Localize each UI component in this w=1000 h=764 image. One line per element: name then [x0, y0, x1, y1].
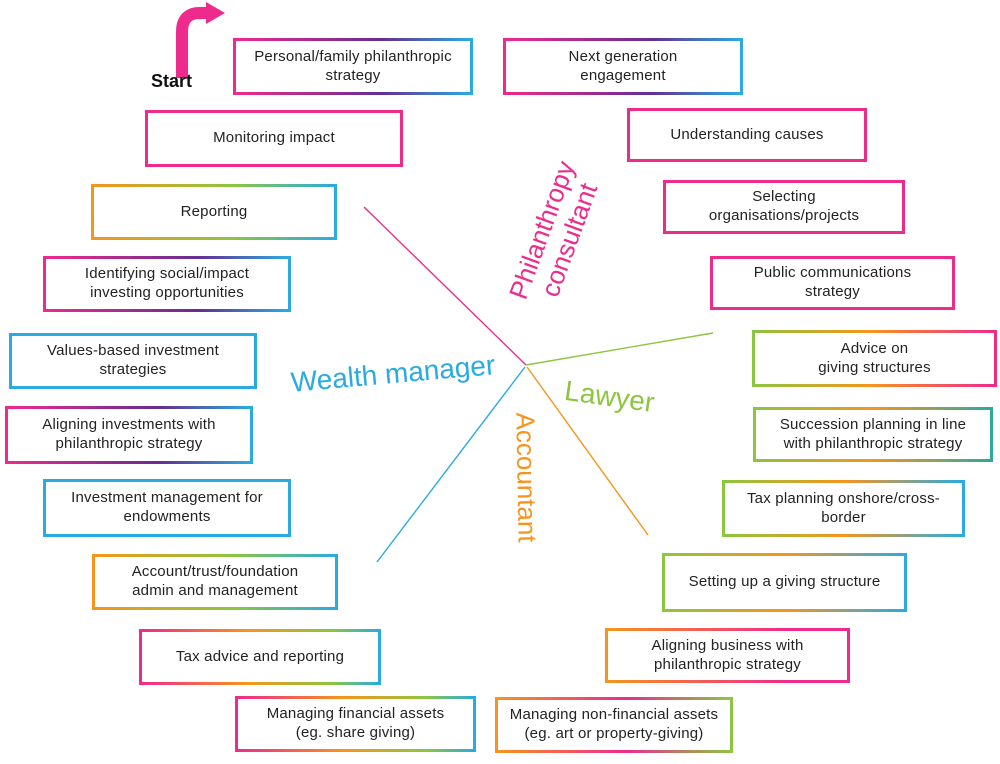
start-label: Start	[151, 71, 193, 91]
box-label: Monitoring impact	[213, 129, 335, 147]
box-label: Aligning business with philanthropic str…	[651, 636, 804, 673]
box-aligning-business-with-philanthropic-strategy: Aligning business with philanthropic str…	[605, 628, 850, 683]
box-reporting: Reporting	[91, 184, 337, 240]
box-label: Advice on giving structures	[818, 339, 931, 376]
box-label: Personal/family philanthropic strategy	[254, 47, 452, 84]
box-succession-planning: Succession planning in line with philant…	[753, 407, 993, 462]
box-tax-planning-onshore-cross-border: Tax planning onshore/cross- border	[722, 480, 965, 537]
box-monitoring-impact: Monitoring impact	[145, 110, 403, 167]
box-label: Account/trust/foundation admin and manag…	[131, 563, 299, 599]
box-tax-advice-and-reporting: Tax advice and reporting	[139, 629, 381, 685]
box-label: Succession planning in line with philant…	[779, 415, 967, 452]
box-label: Setting up a giving structure	[688, 573, 881, 591]
box-advice-on-giving-structures: Advice on giving structures	[752, 330, 997, 387]
box-label: Public communications strategy	[753, 264, 912, 300]
box-selecting-organisations-projects: Selecting organisations/projects	[663, 180, 905, 234]
box-managing-financial-assets: Managing financial assets (eg. share giv…	[235, 696, 476, 752]
divider-green-line	[525, 332, 714, 366]
box-public-communications-strategy: Public communications strategy	[710, 256, 955, 310]
box-label: Understanding causes	[670, 125, 824, 143]
box-aligning-investments-with-philanthropic-strategy: Aligning investments with philanthropic …	[5, 406, 253, 464]
box-personal-family-philanthropic-strategy: Personal/family philanthropic strategy	[233, 38, 473, 95]
box-next-generation-engagement: Next generation engagement	[503, 38, 743, 95]
divider-pink-line	[363, 206, 527, 366]
start-arrow	[176, 2, 225, 78]
box-label: Identifying social/impact investing oppo…	[84, 265, 250, 301]
box-label: Investment management for endowments	[71, 489, 263, 525]
box-label: Tax advice and reporting	[175, 647, 345, 665]
box-label: Managing non-financial assets (eg. art o…	[509, 706, 719, 742]
box-label: Managing financial assets (eg. share giv…	[266, 705, 445, 741]
box-label: Values-based investment strategies	[47, 342, 219, 378]
divider-orange-line	[526, 366, 649, 536]
start-arrowhead	[206, 2, 225, 24]
box-managing-non-financial-assets: Managing non-financial assets (eg. art o…	[495, 697, 733, 753]
box-label: Aligning investments with philanthropic …	[42, 416, 216, 452]
role-label-accountant: Accountant	[510, 412, 543, 543]
box-values-based-investment-strategies: Values-based investment strategies	[9, 333, 257, 389]
box-label: Selecting organisations/projects	[708, 188, 860, 224]
box-label: Tax planning onshore/cross- border	[746, 489, 940, 526]
box-identifying-social-impact-investing: Identifying social/impact investing oppo…	[43, 256, 291, 312]
box-account-trust-foundation-admin: Account/trust/foundation admin and manag…	[92, 554, 338, 610]
divider-blue-line	[376, 366, 526, 563]
box-understanding-causes: Understanding causes	[627, 108, 867, 162]
box-investment-management-for-endowments: Investment management for endowments	[43, 479, 291, 537]
box-label: Next generation engagement	[568, 47, 678, 84]
box-label: Reporting	[180, 202, 248, 220]
box-setting-up-a-giving-structure: Setting up a giving structure	[662, 553, 907, 612]
